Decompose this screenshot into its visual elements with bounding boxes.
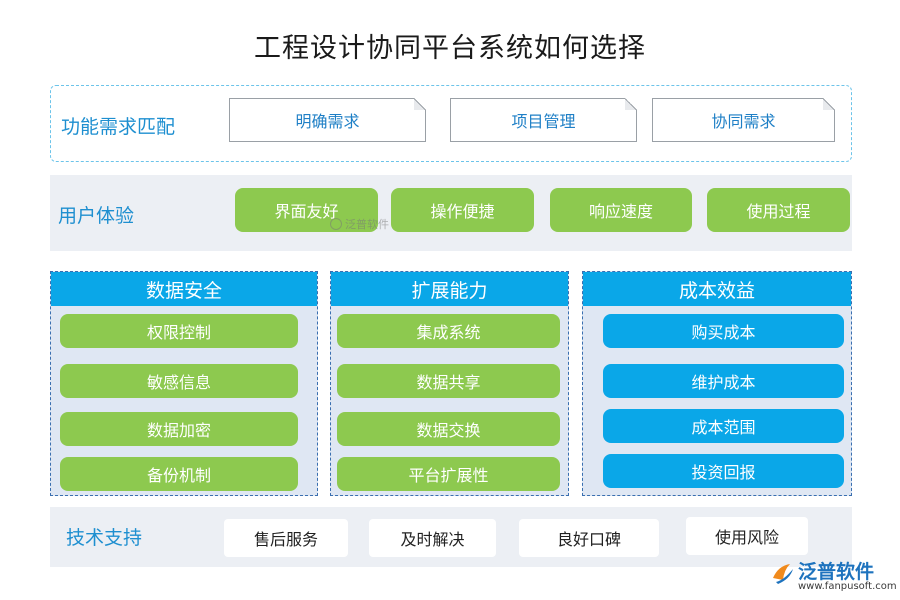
column-extensibility: 扩展能力 集成系统 数据共享 数据交换 平台扩展性 <box>330 271 569 496</box>
column-item: 集成系统 <box>337 314 560 348</box>
ux-item-response-speed: 响应速度 <box>550 188 692 232</box>
column-item: 数据加密 <box>60 412 298 446</box>
doc-box-project-management: 项目管理 <box>450 98 637 142</box>
logo-name: 泛普软件 <box>798 561 875 583</box>
doc-box-label: 明确需求 <box>295 112 360 131</box>
column-item: 维护成本 <box>603 364 844 398</box>
ux-item-easy-operation: 操作便捷 <box>391 188 534 232</box>
doc-box-collaboration-requirements: 协同需求 <box>652 98 835 142</box>
logo-url: www.fanpusoft.com <box>798 581 897 592</box>
diagram-title: 工程设计协同平台系统如何选择 <box>254 33 646 64</box>
page-fold-icon <box>625 98 637 110</box>
watermark-logo-icon <box>330 218 342 230</box>
brand-logo: 泛普软件 www.fanpusoft.com <box>770 557 897 597</box>
function-requirements-row: 功能需求匹配 明确需求 项目管理 协同需求 <box>50 85 852 162</box>
column-item: 投资回报 <box>603 454 844 488</box>
ux-item-usage-process: 使用过程 <box>707 188 850 232</box>
column-data-security: 数据安全 权限控制 敏感信息 数据加密 备份机制 <box>50 271 318 496</box>
row-label-function: 功能需求匹配 <box>61 116 176 138</box>
column-item: 成本范围 <box>603 409 844 443</box>
doc-box-label: 项目管理 <box>511 112 576 131</box>
support-item-good-reputation: 良好口碑 <box>519 519 659 557</box>
column-item: 权限控制 <box>60 314 298 348</box>
column-heading: 成本效益 <box>583 272 851 306</box>
row-label-technical-support: 技术支持 <box>66 527 143 549</box>
page-fold-icon <box>823 98 835 110</box>
watermark: 泛普软件 <box>330 216 389 232</box>
column-heading: 扩展能力 <box>331 272 568 306</box>
support-item-after-sales: 售后服务 <box>224 519 348 557</box>
doc-box-clear-requirements: 明确需求 <box>229 98 426 142</box>
ux-item-friendly-interface: 界面友好 <box>235 188 378 232</box>
column-cost-effectiveness: 成本效益 购买成本 维护成本 成本范围 投资回报 <box>582 271 852 496</box>
fanpu-logo-icon <box>773 564 793 584</box>
technical-support-row: 技术支持 售后服务 及时解决 良好口碑 使用风险 <box>50 507 852 567</box>
watermark-text: 泛普软件 <box>345 218 389 231</box>
column-item: 购买成本 <box>603 314 844 348</box>
doc-box-label: 协同需求 <box>711 112 776 131</box>
column-item: 数据共享 <box>337 364 560 398</box>
support-item-timely-resolution: 及时解决 <box>369 519 496 557</box>
column-heading: 数据安全 <box>51 272 317 306</box>
column-item: 数据交换 <box>337 412 560 446</box>
support-item-usage-risk: 使用风险 <box>686 517 808 555</box>
column-item: 备份机制 <box>60 457 298 491</box>
column-item: 敏感信息 <box>60 364 298 398</box>
page-fold-icon <box>414 98 426 110</box>
user-experience-row: 用户体验 界面友好 操作便捷 响应速度 使用过程 <box>50 175 852 251</box>
row-label-user-experience: 用户体验 <box>58 205 135 227</box>
column-item: 平台扩展性 <box>337 457 560 491</box>
